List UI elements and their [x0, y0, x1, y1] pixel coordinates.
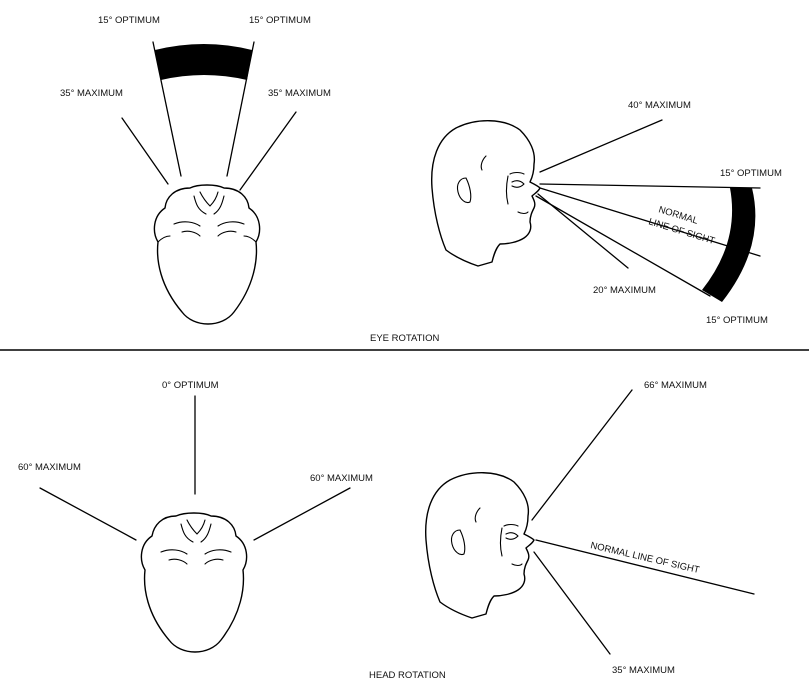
eye-top-maximum-right-line: [240, 112, 296, 190]
head-top-maximum-left-label: 60° MAXIMUM: [18, 462, 81, 473]
head-top-maximum-right-line: [254, 488, 350, 540]
head-rotation-panel: 0° OPTIMUM 60° MAXIMUM 60° MAXIMUM 66° M…: [18, 380, 754, 681]
eye-top-optimum-arc: [155, 44, 252, 80]
eye-top-maximum-left-label: 35° MAXIMUM: [60, 88, 123, 99]
eye-side-optimum-down-label: 15° OPTIMUM: [706, 315, 768, 326]
eye-rotation-caption: EYE ROTATION: [370, 333, 439, 344]
head-side-normal-line: [536, 540, 754, 594]
head-side-view-head: [426, 473, 534, 618]
head-top-maximum-left-line: [40, 488, 136, 540]
head-side-maximum-down-line: [534, 552, 610, 654]
head-side-maximum-down-label: 35° MAXIMUM: [612, 665, 675, 676]
eye-side-maximum-up-line: [540, 120, 662, 172]
eye-side-optimum-up-line: [540, 184, 760, 188]
head-top-view-head: [141, 513, 246, 652]
head-side-normal-label: NORMAL LINE OF SIGHT: [589, 540, 700, 576]
eye-top-maximum-right-label: 35° MAXIMUM: [268, 88, 331, 99]
eye-side-maximum-down-label: 20° MAXIMUM: [593, 285, 656, 296]
eye-top-maximum-left-line: [122, 118, 168, 184]
eye-side-view-head: [432, 121, 540, 266]
eye-side-optimum-up-label: 15° OPTIMUM: [720, 168, 782, 179]
head-top-maximum-right-label: 60° MAXIMUM: [310, 473, 373, 484]
head-top-optimum-label: 0° OPTIMUM: [162, 380, 219, 391]
head-side-maximum-up-label: 66° MAXIMUM: [644, 380, 707, 391]
eye-rotation-panel: 15° OPTIMUM 15° OPTIMUM 35° MAXIMUM 35° …: [60, 15, 782, 344]
head-side-maximum-up-line: [532, 390, 632, 520]
eye-top-optimum-right-label: 15° OPTIMUM: [249, 15, 311, 26]
eye-top-view-head: [154, 185, 259, 324]
eye-top-optimum-left-label: 15° OPTIMUM: [98, 15, 160, 26]
eye-side-maximum-up-label: 40° MAXIMUM: [628, 100, 691, 111]
head-rotation-caption: HEAD ROTATION: [369, 670, 446, 681]
